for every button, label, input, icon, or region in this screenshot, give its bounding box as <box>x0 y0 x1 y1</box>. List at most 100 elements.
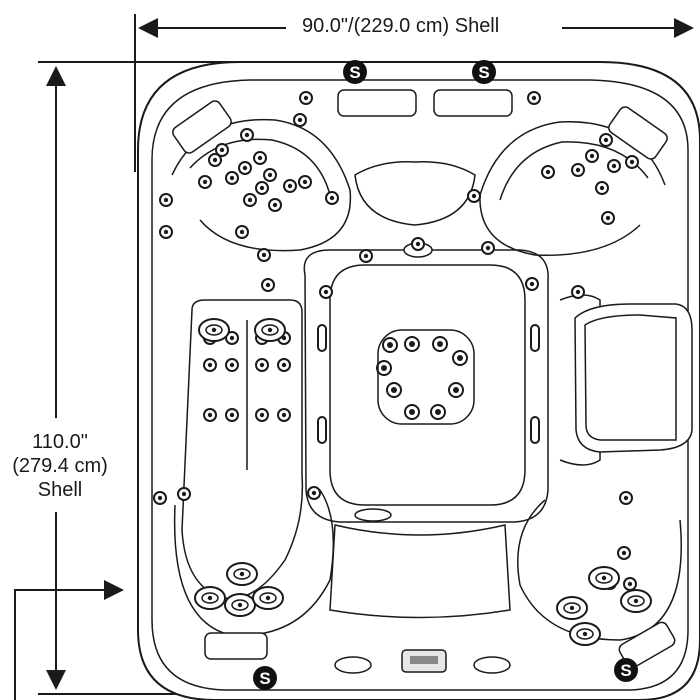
slot-jet-icon <box>530 324 540 352</box>
side-cup-left <box>334 656 372 674</box>
waterfall-inner <box>584 314 677 441</box>
shell-inner-outline <box>151 79 689 691</box>
jet-nozzle <box>265 282 271 288</box>
jet-nozzle <box>229 175 235 181</box>
jet-nozzle <box>281 362 287 368</box>
suction-marker-label: S <box>478 63 489 82</box>
jet-nozzle <box>229 412 235 418</box>
footwell-jet-nozzle <box>437 341 443 347</box>
jet-nozzle <box>163 197 169 203</box>
jet-nozzle <box>281 412 287 418</box>
rotary-jet-ring <box>576 628 594 640</box>
rotary-jet-ring <box>261 324 279 336</box>
rotary-jet-ring <box>233 568 251 580</box>
pillow-right-corner <box>608 106 668 160</box>
waterfall-feature <box>574 303 693 453</box>
jet-nozzle <box>207 412 213 418</box>
jet-nozzle <box>207 362 213 368</box>
pillow-left-corner <box>172 100 232 154</box>
width-dimension <box>134 14 694 172</box>
jet-nozzle <box>531 95 537 101</box>
rotary-jet-ring <box>259 592 277 604</box>
rotary-jet-nozzle <box>207 595 213 601</box>
jet-nozzle <box>611 163 617 169</box>
jet-nozzle <box>485 245 491 251</box>
jet-nozzle <box>181 491 187 497</box>
rotary-jet-nozzle <box>569 605 575 611</box>
footwell-jet-nozzle <box>387 342 393 348</box>
rotary-jet-ring <box>595 572 613 584</box>
footwell-jet-nozzle <box>409 409 415 415</box>
rotary-jet-ring <box>231 599 249 611</box>
jet-nozzle <box>575 167 581 173</box>
shell-outer-outline <box>137 61 700 700</box>
suction-marker-icon <box>253 666 277 690</box>
jet-nozzle <box>302 179 308 185</box>
footwell-jet-nozzle <box>457 355 463 361</box>
jet-nozzle <box>311 490 317 496</box>
footwell-jet-nozzle <box>381 365 387 371</box>
rotary-jet-nozzle <box>633 598 639 604</box>
center-back-contour <box>354 161 476 226</box>
rotary-jet-ring <box>201 592 219 604</box>
jet-nozzle <box>621 550 627 556</box>
slot-jets-group <box>317 324 540 444</box>
rotary-jet-ring <box>563 602 581 614</box>
jet-nozzle <box>545 169 551 175</box>
slot-jet-icon <box>317 324 327 352</box>
pillow-top-left <box>337 89 417 117</box>
jet-nozzle <box>603 137 609 143</box>
jet-nozzle <box>202 179 208 185</box>
jet-nozzle <box>244 132 250 138</box>
top-left-seat-inner <box>189 138 331 196</box>
jet-nozzle <box>623 495 629 501</box>
rotary-jet-nozzle <box>239 571 245 577</box>
rotary-jet-nozzle <box>267 327 273 333</box>
rotary-jet-nozzle <box>582 631 588 637</box>
jet-nozzle <box>287 183 293 189</box>
jet-nozzle <box>163 229 169 235</box>
jet-nozzle <box>242 165 248 171</box>
jet-nozzle <box>363 253 369 259</box>
jet-nozzle <box>261 252 267 258</box>
slot-jet-icon <box>530 416 540 444</box>
jet-nozzle <box>257 155 263 161</box>
rotary-jet-nozzle <box>265 595 271 601</box>
footwell-jet-nozzle <box>409 341 415 347</box>
equipment <box>172 89 693 674</box>
footwell-jet-nozzle <box>453 387 459 393</box>
jet-nozzle <box>239 229 245 235</box>
jet-nozzle <box>589 153 595 159</box>
suction-marker-label: S <box>349 63 360 82</box>
jet-nozzle <box>575 289 581 295</box>
suction-marker-icon <box>472 60 496 84</box>
jet-nozzle <box>272 202 278 208</box>
pillow-bottom-left <box>204 632 268 660</box>
height-leader-bottom <box>14 580 124 700</box>
jet-nozzle <box>529 281 535 287</box>
jet-nozzle <box>229 362 235 368</box>
jet-nozzle <box>415 241 421 247</box>
height-dimension-label: 110.0" (279.4 cm) Shell <box>0 430 120 502</box>
suction-marker-label: S <box>259 669 270 688</box>
pillow-top-right <box>433 89 513 117</box>
slot-jet-icon <box>317 416 327 444</box>
jet-nozzle <box>471 193 477 199</box>
footwell-outline <box>329 264 526 506</box>
height-cm-label: (279.4 cm) <box>12 455 108 477</box>
jet-nozzle <box>247 197 253 203</box>
jet-nozzle <box>629 159 635 165</box>
side-cup-right <box>473 656 511 674</box>
bottom-left-seat-contour <box>173 489 335 637</box>
jet-nozzle <box>303 95 309 101</box>
control-panel-screen <box>410 656 438 664</box>
rotary-jet-ring <box>627 595 645 607</box>
height-suffix-label: Shell <box>37 479 83 501</box>
footwell-jet-nozzle <box>435 409 441 415</box>
bottom-step-contour <box>329 524 511 619</box>
jet-nozzle <box>297 117 303 123</box>
jet-nozzle <box>259 362 265 368</box>
rotary-jet-nozzle <box>211 327 217 333</box>
